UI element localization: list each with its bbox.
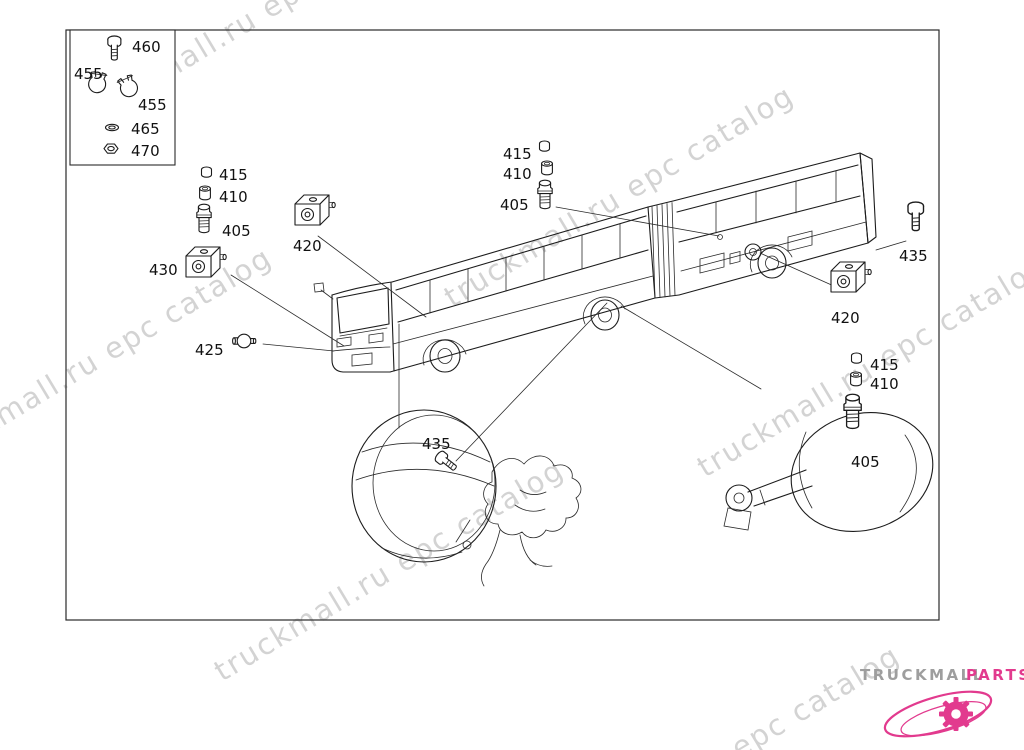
front-wheel — [429, 339, 461, 373]
part-label-415-c: 415 — [870, 356, 899, 374]
hex-bolt-icon — [432, 449, 460, 475]
threaded-fitting-icon — [537, 179, 553, 210]
part-label-455-b: 455 — [138, 96, 167, 114]
watermark-text: truckmall.ru epc catalog — [544, 638, 906, 750]
rear-wheel — [757, 247, 787, 279]
hex-bolt-icon — [907, 201, 925, 232]
part-label-410-a: 410 — [219, 188, 248, 206]
inset-box — [69, 29, 176, 166]
part-label-425: 425 — [195, 341, 224, 359]
bus-valve-port — [744, 243, 762, 261]
watermark-text: truckmall.ru epc catalog — [438, 78, 800, 314]
part-label-415-b: 415 — [503, 145, 532, 163]
side-hatch — [699, 252, 725, 274]
tank-bracket-mount — [725, 484, 753, 512]
part-label-405-b: 405 — [500, 196, 529, 214]
part-label-410-c: 410 — [870, 375, 899, 393]
cap-fitting-icon — [850, 352, 863, 364]
license-plate — [351, 352, 373, 367]
cap-fitting-icon — [200, 166, 213, 178]
part-callouts: 460 455 455 465 470 415 410 405 420 430 … — [74, 38, 928, 471]
logo-accent-text: PARTS — [966, 666, 1024, 684]
part-label-405-a: 405 — [222, 222, 251, 240]
headlight-right — [368, 332, 384, 344]
valve-block-icon — [830, 261, 872, 293]
part-label-410-b: 410 — [503, 165, 532, 183]
sleeve-fitting-icon — [541, 160, 553, 176]
articulation-bellows — [647, 200, 680, 299]
hex-nut-icon — [103, 143, 119, 154]
articulated-bus-drawing — [313, 152, 877, 373]
axle-assembly-sketch — [455, 455, 582, 587]
watermark-text: truckmall.ru epc catalog — [208, 452, 570, 688]
part-label-405-c: 405 — [851, 453, 880, 471]
part-label-430: 430 — [149, 261, 178, 279]
sleeve-fitting-icon — [199, 185, 211, 201]
part-label-470: 470 — [131, 142, 160, 160]
part-label-465: 465 — [131, 120, 160, 138]
left-air-tank-drawing — [351, 409, 497, 563]
part-label-420-a: 420 — [293, 237, 322, 255]
diagram-frame — [65, 29, 940, 621]
watermark-text: truckmall.ru epc catalog — [0, 240, 278, 476]
part-label-435-a: 435 — [899, 247, 928, 265]
threaded-fitting-icon — [843, 393, 862, 430]
part-label-460: 460 — [132, 38, 161, 56]
leader-lines — [230, 206, 907, 462]
truckmall-logo: TRUCKMALL PARTS — [860, 666, 1024, 738]
right-air-tank-drawing — [723, 411, 934, 533]
part-label-435-b: 435 — [422, 435, 451, 453]
threaded-fitting-icon — [196, 203, 212, 234]
part-label-455-a: 455 — [74, 65, 103, 83]
side-hatch — [787, 230, 813, 252]
mirror — [313, 282, 325, 293]
logo-brand-text: TRUCKMALL — [860, 666, 985, 684]
part-label-415-a: 415 — [219, 166, 248, 184]
mid-wheel — [590, 299, 620, 331]
valve-block-icon — [294, 194, 336, 226]
elbow-fitting-icon — [232, 333, 257, 349]
headlight-left — [336, 336, 352, 348]
side-box — [729, 250, 741, 265]
washer-icon — [104, 123, 120, 132]
part-label-420-b: 420 — [831, 309, 860, 327]
bus-rear-face — [859, 152, 877, 244]
logo-gear-icon — [883, 690, 993, 738]
windshield — [336, 287, 390, 334]
sleeve-fitting-icon — [850, 371, 862, 387]
cap-fitting-icon — [538, 140, 551, 152]
